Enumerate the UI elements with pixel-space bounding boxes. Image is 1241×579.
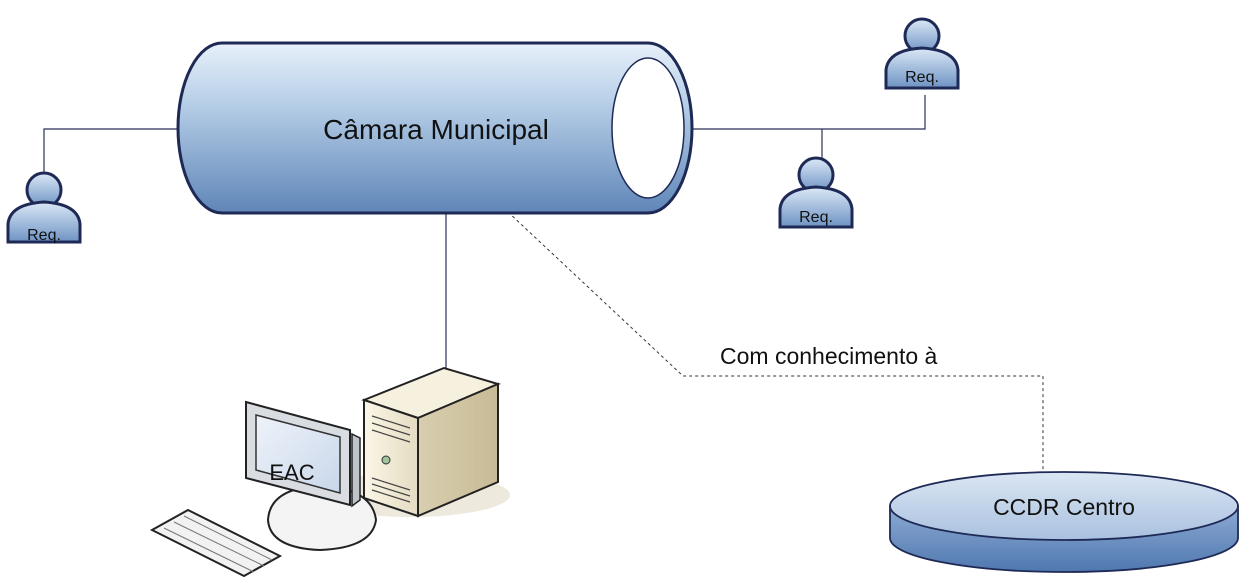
connector-right-trunk <box>692 95 926 130</box>
connector-left-requester <box>43 128 182 188</box>
keyboard-keys <box>163 515 273 573</box>
tower-details <box>371 415 411 503</box>
workstation-eac[interactable]: EAC <box>149 366 510 578</box>
monitor-screen <box>255 414 341 494</box>
requester-left[interactable]: Req. <box>6 171 82 244</box>
monitor-side <box>351 432 361 508</box>
hub-label: Câmara Municipal <box>323 114 549 145</box>
connector-dashed-ccdr <box>507 211 1044 470</box>
link-label: Com conhecimento à <box>720 343 938 369</box>
ccdr-centro-disk[interactable]: CCDR Centro <box>889 471 1239 573</box>
requester-bottom-right[interactable]: Req. <box>778 156 854 229</box>
camara-municipal-cylinder[interactable]: Câmara Municipal <box>176 41 694 215</box>
connectors <box>43 95 1044 470</box>
requester-bottom-right-label: Req. <box>799 209 833 226</box>
requester-left-label: Req. <box>27 227 61 244</box>
target-label: CCDR Centro <box>993 494 1135 520</box>
tower-power-button <box>381 455 391 465</box>
requester-top-right-label: Req. <box>905 69 939 86</box>
workstation-label: EAC <box>269 460 314 485</box>
tower-front <box>363 398 419 518</box>
requester-top-right[interactable]: Req. <box>884 17 960 90</box>
tower-side <box>417 382 499 518</box>
